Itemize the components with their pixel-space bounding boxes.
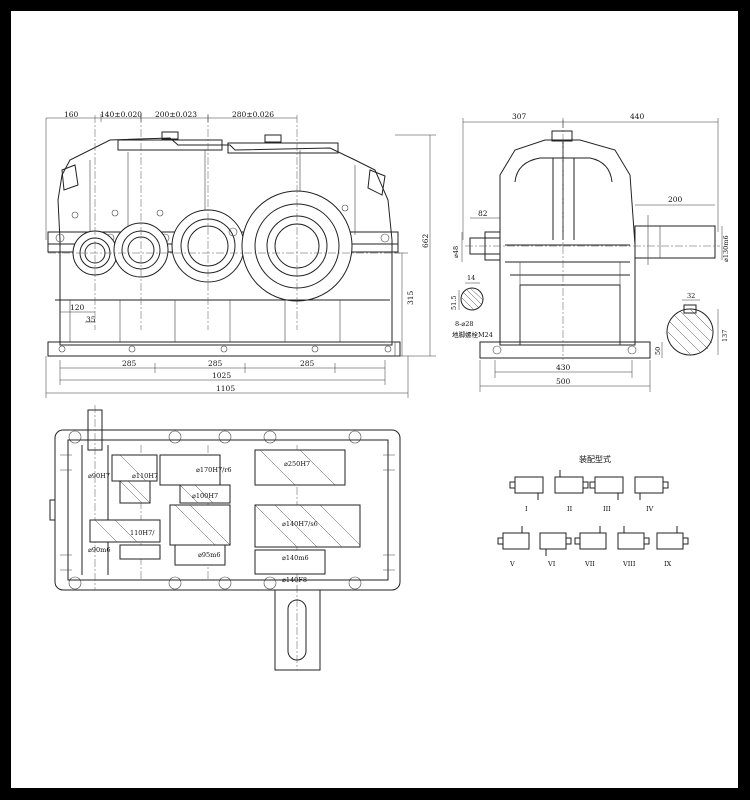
fit-250H7: ⌀250H7 bbox=[284, 460, 310, 468]
assembly-types: 装配型式 I II III IV bbox=[497, 454, 689, 568]
assembly-III: III bbox=[589, 476, 624, 513]
dim-50: 50 bbox=[654, 347, 662, 355]
dim-14: 14 bbox=[467, 274, 475, 282]
dim-140: 140±0.020 bbox=[100, 110, 142, 119]
front-view: 160 140±0.020 200±0.023 280±0.026 120 35… bbox=[45, 110, 436, 398]
fit-100H7: ⌀100H7 bbox=[192, 492, 218, 500]
fit-95m6: ⌀95m6 bbox=[198, 551, 220, 559]
dim-440: 440 bbox=[630, 112, 645, 121]
dim-285-a: 285 bbox=[122, 359, 137, 368]
anchor-bolt: 地脚螺栓M24 bbox=[452, 330, 493, 339]
dim-315: 315 bbox=[406, 290, 415, 305]
dim-285-b: 285 bbox=[208, 359, 223, 368]
assembly-II: II bbox=[554, 470, 589, 513]
assembly-label-V: V bbox=[509, 560, 515, 568]
side-view: 307 440 200 82 ⌀48 ⌀130m6 14 51.5 8-⌀28 … bbox=[450, 112, 730, 392]
gear-reducer-drawing: 160 140±0.020 200±0.023 280±0.026 120 35… bbox=[45, 110, 730, 671]
assembly-title: 装配型式 bbox=[579, 454, 611, 464]
dia-130: ⌀130m6 bbox=[722, 235, 730, 262]
assembly-I: I bbox=[509, 476, 544, 513]
plan-view: ⌀90H7 ⌀110H7 ⌀170H7/r6 ⌀250H7 ⌀100H7 ⌀14… bbox=[49, 405, 401, 671]
fit-110H7-b: 110H7/ bbox=[130, 529, 155, 537]
dim-160: 160 bbox=[64, 110, 79, 119]
assembly-VI: VI bbox=[539, 532, 572, 568]
dim-307: 307 bbox=[512, 112, 527, 121]
dim-280: 280±0.026 bbox=[232, 110, 274, 119]
dim-35: 35 bbox=[86, 315, 96, 324]
drawing-sheet: 160 140±0.020 200±0.023 280±0.026 120 35… bbox=[11, 11, 738, 788]
fit-140H7: ⌀140H7/s6 bbox=[282, 520, 318, 528]
fit-140F8: ⌀140F8 bbox=[282, 576, 307, 584]
bearing-bores bbox=[72, 190, 353, 302]
dim-500: 500 bbox=[556, 377, 571, 386]
assembly-label-VII: VII bbox=[584, 560, 595, 568]
dim-120: 120 bbox=[70, 303, 85, 312]
dim-1025: 1025 bbox=[212, 371, 231, 380]
assembly-VIII: VIII bbox=[617, 526, 650, 568]
dim-285-c: 285 bbox=[300, 359, 315, 368]
assembly-label-II: II bbox=[567, 505, 573, 513]
fit-140m6: ⌀140m6 bbox=[282, 554, 309, 562]
dim-32: 32 bbox=[687, 292, 695, 300]
dim-430: 430 bbox=[556, 363, 571, 372]
assembly-V: V bbox=[497, 526, 530, 568]
dim-51-5: 51.5 bbox=[450, 296, 458, 310]
dim-137: 137 bbox=[721, 330, 729, 342]
assembly-label-III: III bbox=[603, 505, 611, 513]
fit-110H7: ⌀110H7 bbox=[132, 472, 158, 480]
assembly-label-IX: IX bbox=[664, 560, 672, 568]
dim-662: 662 bbox=[421, 233, 430, 248]
fit-95m6-left: ⌀90m6 bbox=[88, 546, 110, 554]
assembly-IV: IV bbox=[634, 476, 669, 513]
dim-82: 82 bbox=[478, 209, 488, 218]
holes-8-28: 8-⌀28 bbox=[455, 320, 474, 328]
fit-90H7: ⌀90H7 bbox=[88, 472, 110, 480]
dim-200: 200 bbox=[668, 195, 683, 204]
assembly-label-VIII: VIII bbox=[622, 560, 636, 568]
dim-200: 200±0.023 bbox=[155, 110, 197, 119]
dia-48: ⌀48 bbox=[452, 246, 460, 258]
assembly-label-I: I bbox=[525, 505, 528, 513]
assembly-label-VI: VI bbox=[547, 560, 556, 568]
assembly-IX: IX bbox=[656, 526, 689, 568]
assembly-label-IV: IV bbox=[646, 505, 654, 513]
fit-170H7: ⌀170H7/r6 bbox=[196, 466, 232, 474]
dim-1105: 1105 bbox=[216, 384, 235, 393]
assembly-VII: VII bbox=[574, 526, 607, 568]
